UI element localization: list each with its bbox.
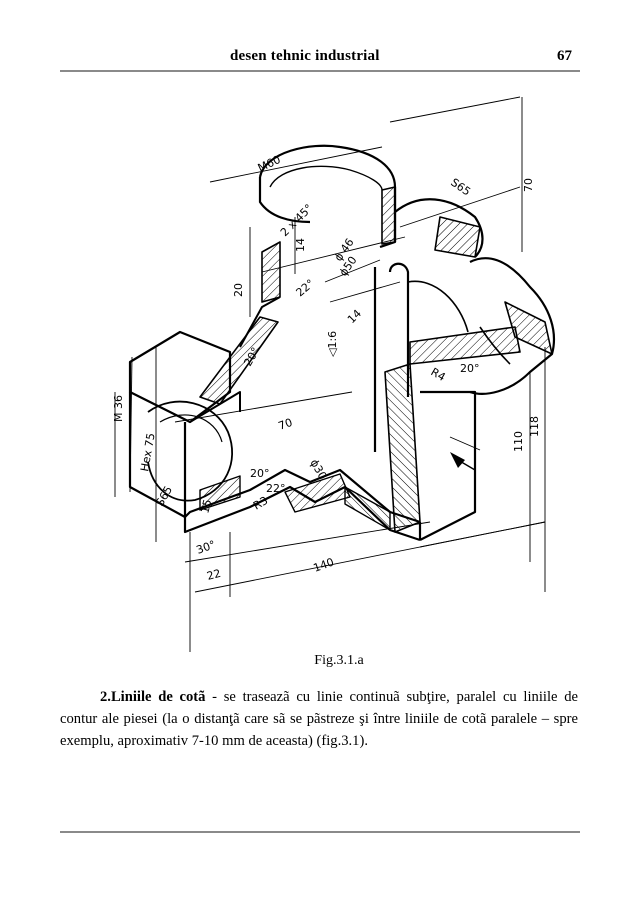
dim-30: 30° [195,538,218,557]
dim-m36: M 36 [112,395,125,422]
dim-20: 20 [232,283,245,297]
technical-drawing: M60 2 x 45° S65 70 14 ϕ 46 ϕ50 20 22° ◁1… [112,96,556,652]
dim-22: 22 [205,567,222,583]
dim-22a: 22° [294,277,317,299]
dim-140: 140 [312,555,336,574]
dim-taper: ◁1:6 [326,331,339,357]
view-arrow [450,452,465,468]
dim-hex75: Hex 75 [138,432,158,473]
page-number: 67 [557,48,572,64]
body-paragraph: 2.Liniile de cotã - se traseazã cu linie… [60,686,578,752]
dim-22b: 22° [266,482,286,495]
dim-70-top: 70 [522,178,535,192]
dim-m60: M60 [256,153,283,175]
dim-s65: S65 [448,176,473,199]
dim-14a: 14 [294,238,307,252]
dim-14b: 14 [345,307,364,326]
dim-s65b: S65 [153,484,175,509]
footer-divider [60,831,580,833]
dim-r4: R4 [429,365,448,384]
dim-chamfer: 2 x 45° [278,202,315,239]
top-boss-outline [258,144,397,249]
running-title: desen tehnic industrial [230,48,380,64]
dim-70-mid: 70 [277,416,295,433]
page-header: desen tehnic industrial 67 [60,48,578,68]
dim-110: 110 [512,431,525,452]
dim-15: 15 [198,498,214,515]
upper-right-shoulder [394,198,484,258]
dim-118: 118 [528,416,541,437]
figure-caption: Fig.3.1.a [314,653,364,668]
top-boss-section [381,186,396,245]
dim-r3: R3 [251,494,270,513]
left-arm-section [199,316,279,405]
paragraph-text: - se traseazã cu linie continuã subţire,… [60,689,578,749]
header-divider [60,70,580,72]
dim-20d: 20° [250,467,270,480]
paragraph-term: 2.Liniile de cotã [100,689,206,705]
right-boss-outline [469,257,556,395]
dim-20b: 20° [460,362,480,375]
